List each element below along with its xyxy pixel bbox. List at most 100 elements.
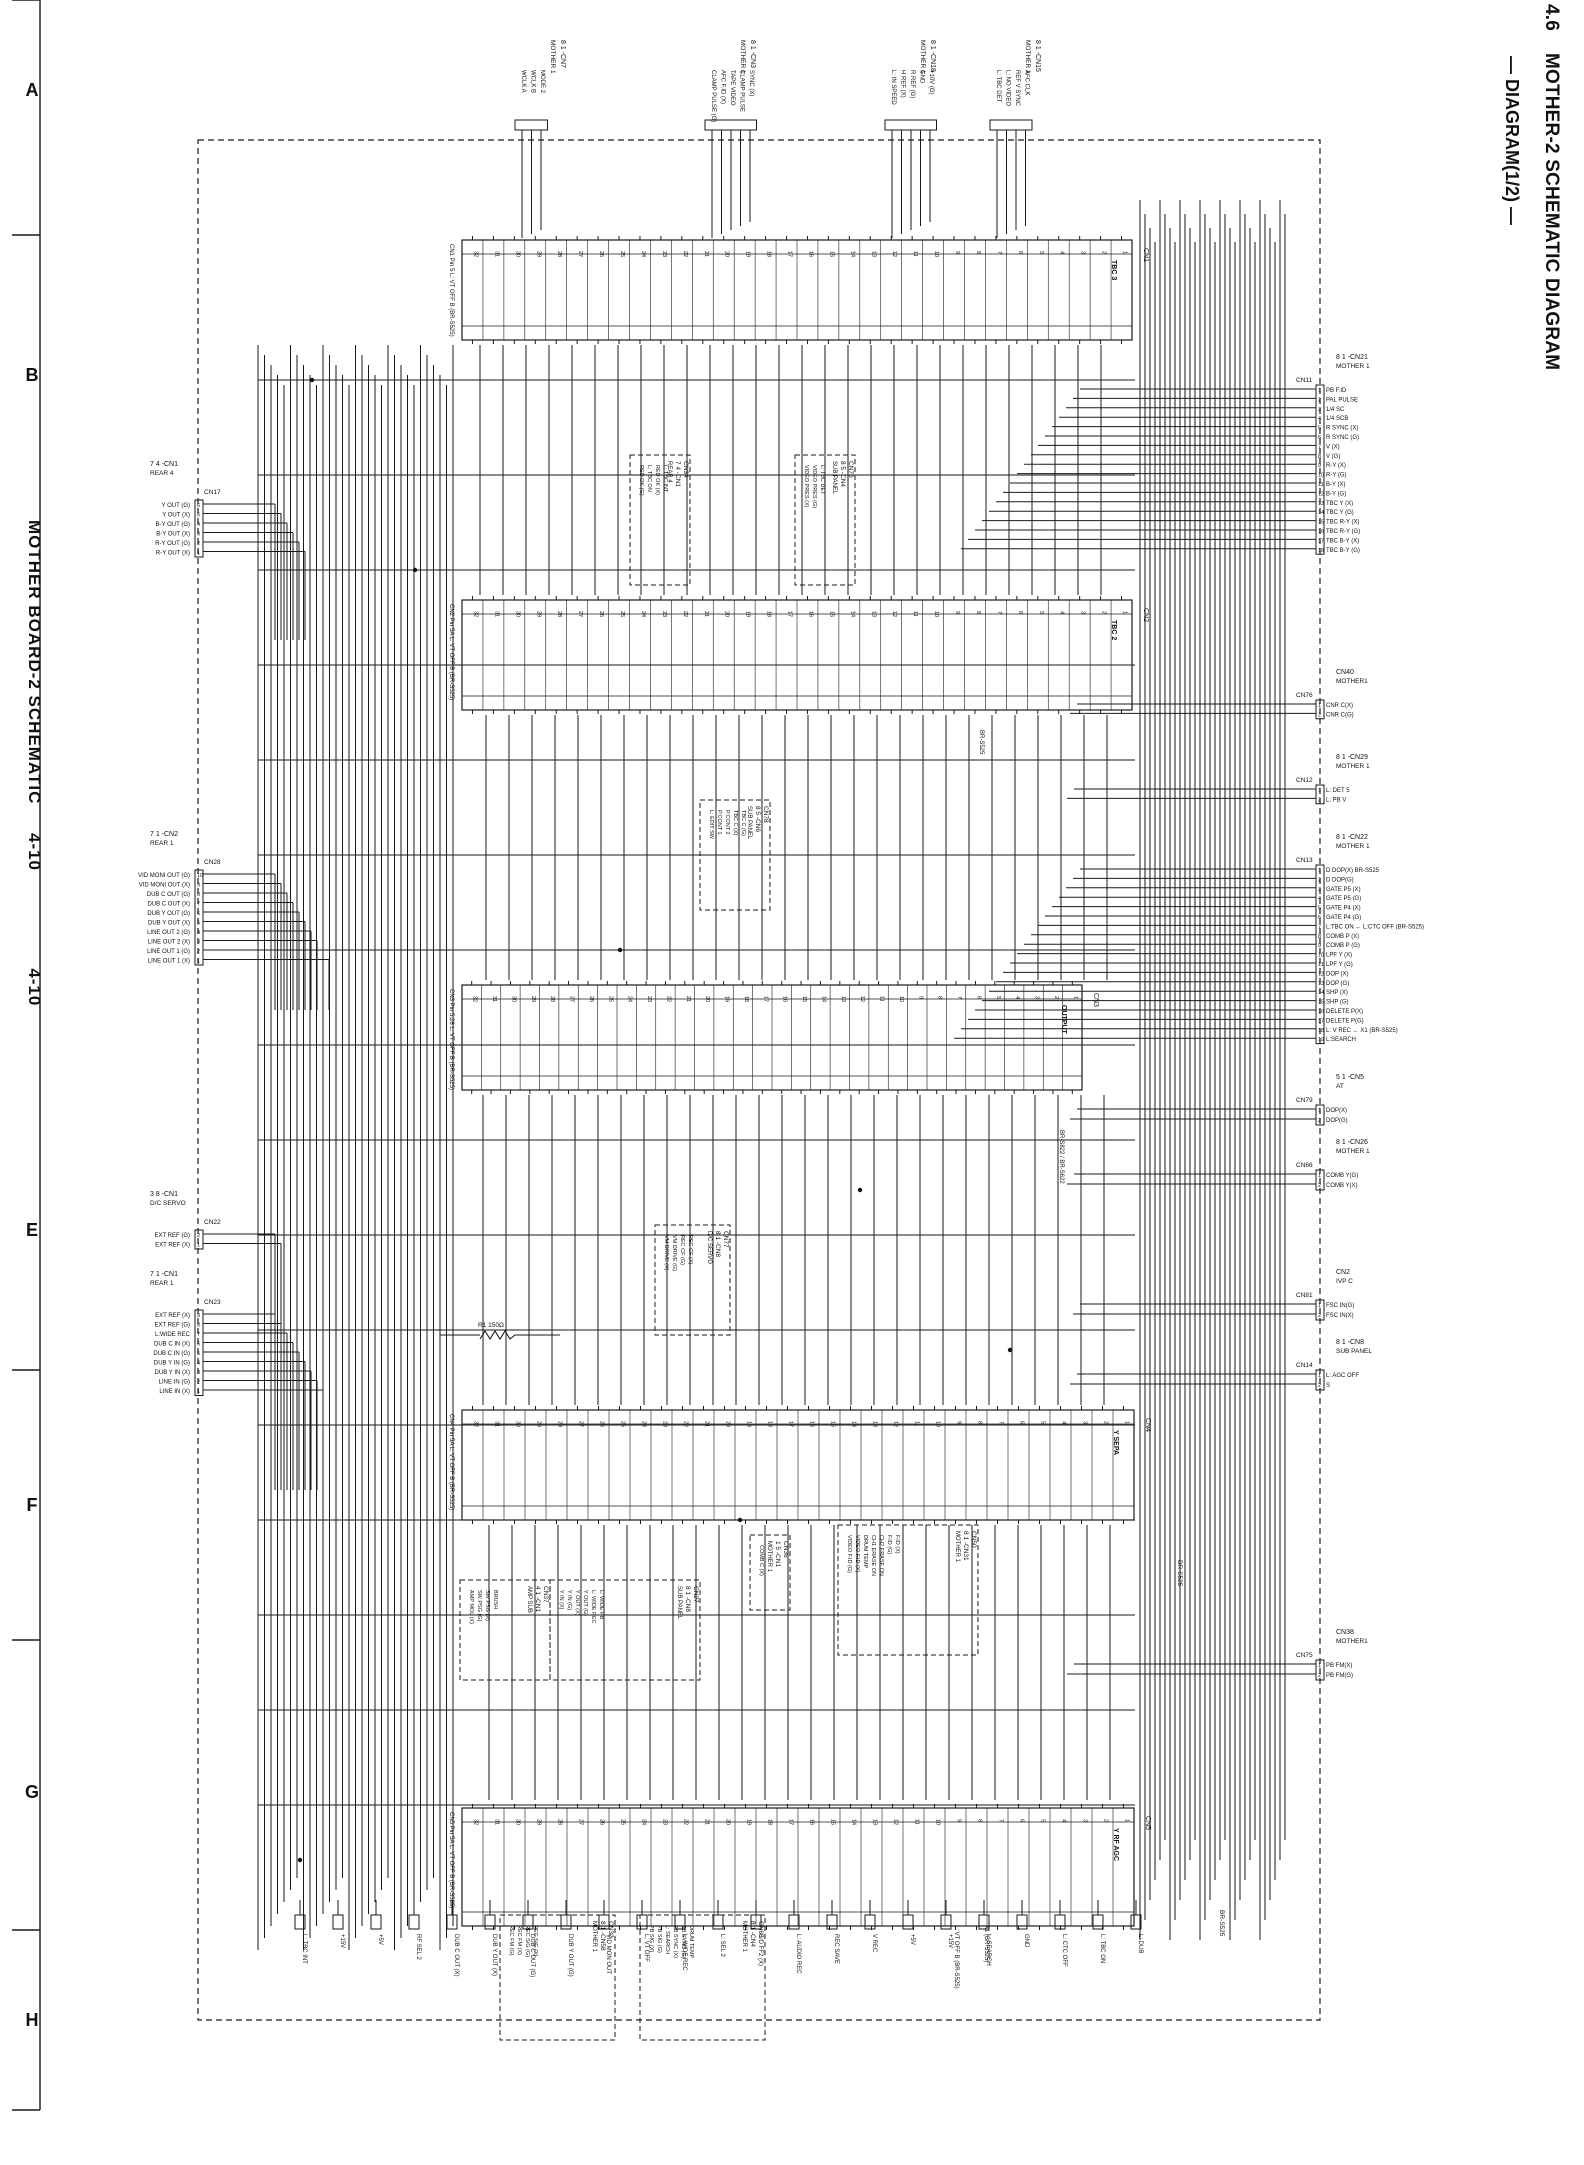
pin-label: TAPE VIDEO [729, 70, 735, 106]
pin-label: P.CONT 1 [716, 810, 722, 835]
pin-number: 5 [197, 921, 200, 927]
pin-number: 21 [704, 1819, 710, 1825]
bus-label: L: CTC OFF [1061, 1934, 1067, 1967]
connector-ref: 8 1 -CN22 [1336, 834, 1368, 841]
connector-from: D/C SERVO [150, 1200, 186, 1207]
pin-label: SHP (X) [1326, 990, 1348, 996]
pin-label: RED OK (G) [638, 465, 644, 496]
pin-number: 6 [197, 1342, 200, 1348]
junction-dot [309, 377, 315, 383]
pin-label: CLAMP PULSE [739, 70, 745, 112]
connector-body [194, 869, 204, 966]
connector-body [1315, 1299, 1325, 1321]
pin-label: LINE IN (G) [159, 1380, 190, 1386]
sub-panel-box [499, 1914, 616, 2041]
pin-label: DOP (X) [1326, 971, 1349, 977]
pin-number: 4 [197, 522, 200, 528]
pin-number: 8 [1318, 934, 1321, 940]
bus-label: RF SEL 2 [415, 1934, 421, 1960]
pin-number: 25 [607, 996, 613, 1002]
pin-number: 17 [787, 611, 793, 617]
pin-number: 31 [494, 1421, 500, 1427]
pin-number: 18 [767, 1421, 773, 1427]
pin-number: 7 [197, 902, 200, 908]
pin-label: R-Y (X) [1326, 463, 1346, 469]
connector-ref: 8 1 -CN26 [1336, 1139, 1368, 1146]
pin-number: 5 [1318, 906, 1321, 912]
pin-number: 32 [472, 251, 478, 257]
pin-number: 16 [809, 1421, 815, 1427]
pin-number: 31 [491, 996, 497, 1002]
pin-number: 31 [493, 251, 499, 257]
pin-label: EXT REF (G) [154, 1323, 190, 1329]
pin-number: 12 [891, 251, 897, 257]
pin-label: DUB Y IN (X) [155, 1370, 190, 1376]
pin-label: Y OUT (X) [574, 1590, 580, 1616]
connector-from: MOTHER 1 [591, 1921, 597, 1953]
pin-number: 2 [1318, 1313, 1321, 1319]
section-label: B [25, 365, 39, 385]
connector-ref: 8 1 -CN4 [749, 1921, 756, 1947]
bus-label: L: WIDE REC [681, 1934, 687, 1971]
pin-number: 14 [851, 1819, 857, 1825]
pin-number: 26 [598, 251, 604, 257]
pin-label: L:SEARCH [1326, 1037, 1356, 1043]
pin-label: TBC R-Y (G) [1326, 529, 1360, 535]
connector-ref: 8 1 -CN8 [1336, 1339, 1364, 1346]
pin-number: 9 [197, 1313, 200, 1319]
connector-ref: 8 1 -CN3 [749, 40, 756, 68]
pin-label: LINE OUT 2 (G) [147, 930, 190, 936]
pin-label: F.ID (X) [894, 1535, 900, 1554]
pin-number: 27 [578, 1421, 584, 1427]
pin-number: 9 [956, 1819, 962, 1822]
pin-label: AFC CLK [1024, 70, 1030, 95]
connector-to: MOTHER 1 [1336, 363, 1370, 370]
pin-label: TBC C (G) [740, 810, 746, 836]
pin-label: VM DRIVE (G) [671, 1235, 677, 1271]
pin-label: L: EDIT SW [708, 810, 714, 840]
pin-label: L: WIDE PB [598, 1590, 604, 1620]
connector-body [1315, 1169, 1325, 1191]
pin-number: 23 [661, 251, 667, 257]
pin-number: 5 [197, 513, 200, 519]
pin-number: 14 [849, 251, 855, 257]
pin-number: 12 [893, 1819, 899, 1825]
pin-number: 18 [1318, 1028, 1324, 1034]
connector-ref: CN40 [1336, 669, 1354, 676]
connector-id: CN27 [692, 1586, 699, 1603]
pin-number: 6 [197, 911, 200, 917]
connector-body [514, 119, 548, 131]
connector-id: CN60 [757, 1921, 764, 1938]
ic-block-id: CN1 [1142, 248, 1149, 262]
pin-number: 19 [746, 1819, 752, 1825]
pin-number: 13 [1318, 981, 1324, 987]
pin-number: 21 [703, 251, 709, 257]
pin-number: 11 [879, 996, 885, 1002]
bus-flag [940, 1914, 952, 1930]
bus-label: V REC [871, 1934, 877, 1953]
pin-label: L: TBC DET [819, 465, 825, 495]
pin-label: COMB Y(G) [1326, 1173, 1358, 1179]
bus-flag [978, 1914, 990, 1930]
pin-number: 1 [1318, 1303, 1321, 1309]
pin-number: 14 [849, 611, 855, 617]
pin-number: 20 [724, 251, 730, 257]
connector-ref: 5 1 -CN5 [1336, 1074, 1364, 1081]
pin-label: WCLK A [520, 70, 526, 93]
pin-label: LINE OUT 1 (X) [148, 959, 190, 965]
pin-label: DUB C IN (X) [154, 1342, 190, 1348]
pin-number: 16 [1318, 1009, 1324, 1015]
pin-label: Y OUT (G) [582, 1590, 588, 1616]
pin-label: EXT REF (X) [155, 1243, 190, 1249]
pin-number: 13 [870, 251, 876, 257]
pin-number: 7 [1318, 924, 1321, 930]
pin-label: L:WIDE REC [155, 1332, 191, 1338]
connector-ref: CN2 [1336, 1269, 1350, 1276]
pin-number: 2 [1318, 1183, 1321, 1189]
pin-number: 19 [746, 1421, 752, 1427]
pin-label: L: NO VIDEO [1005, 70, 1011, 106]
bus-label: L: TBC ON [1099, 1934, 1105, 1963]
pin-number: 6 [1318, 915, 1321, 921]
pin-label: L: TBC INT [662, 465, 668, 493]
bus-label: DUB Y OUT (G) [567, 1934, 573, 1977]
